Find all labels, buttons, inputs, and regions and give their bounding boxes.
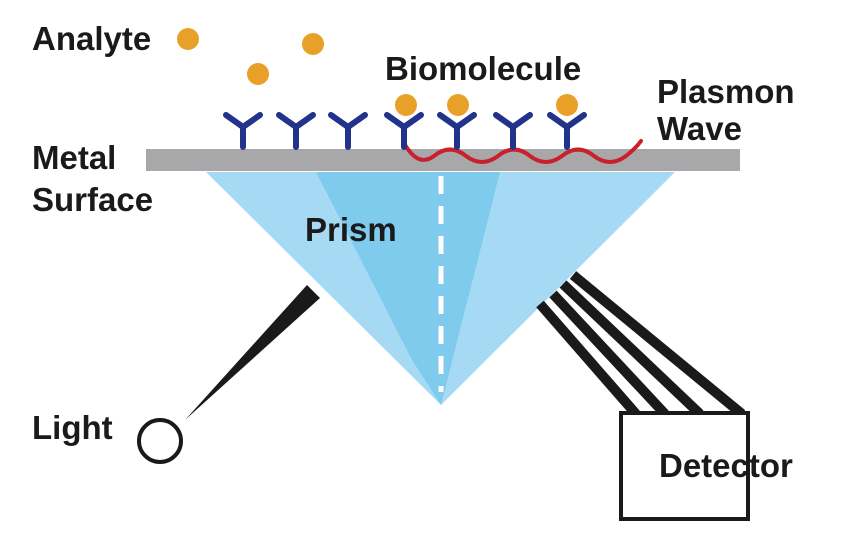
antibody-icon: [493, 112, 533, 150]
prism-facet-left: [316, 172, 441, 405]
incident-light-beam: [185, 285, 320, 420]
analyte-dot-icon: [247, 63, 269, 85]
detector-box: [619, 411, 750, 521]
reflected-beam: [559, 280, 704, 418]
analyte-particles: [177, 28, 578, 116]
prism-label: Prism: [305, 211, 397, 248]
plasmon-label-line2: Wave: [657, 110, 742, 147]
plasmon-label-line1: Plasmon: [657, 73, 795, 110]
analyte-dot-icon: [556, 94, 578, 116]
reflected-beams: [536, 271, 746, 418]
light-label: Light: [32, 409, 113, 446]
metal-label-line1: Metal: [32, 139, 116, 176]
prism: [206, 172, 675, 405]
metal-label-line2: Surface: [32, 181, 153, 218]
analyte-label: Analyte: [32, 20, 151, 57]
analyte-dot-icon: [447, 94, 469, 116]
antibody-icon: [276, 112, 316, 150]
detector-label: Detector: [659, 447, 793, 484]
plasmon-wave: [402, 139, 643, 164]
analyte-dot-icon: [177, 28, 199, 50]
antibody-icon: [437, 112, 477, 150]
antibody-icon: [547, 112, 587, 150]
reflected-beam: [549, 290, 669, 418]
prism-facet-right: [441, 172, 500, 405]
reflected-beam: [569, 271, 746, 418]
antibodies: [223, 112, 587, 150]
biomolecule-label: Biomolecule: [385, 50, 581, 87]
reflected-beam: [536, 300, 640, 418]
antibody-icon: [384, 112, 424, 150]
antibody-icon: [223, 112, 263, 150]
analyte-dot-icon: [395, 94, 417, 116]
antibody-icon: [328, 112, 368, 150]
light-source-icon: [137, 418, 183, 464]
analyte-dot-icon: [302, 33, 324, 55]
